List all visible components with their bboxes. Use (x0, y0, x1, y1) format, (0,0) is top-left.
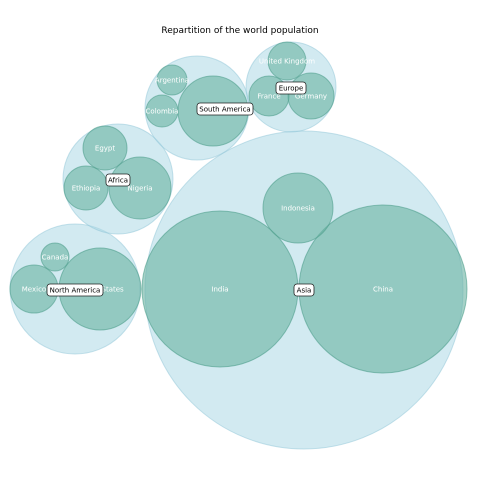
continent-label-north-america: North America (50, 287, 101, 295)
country-label-france: France (257, 93, 280, 101)
country-label-india: India (211, 286, 228, 294)
chart-title: Repartition of the world population (161, 26, 318, 36)
country-label-mexico: Mexico (22, 286, 46, 294)
continent-label-south-america: South America (199, 106, 250, 114)
country-label-egypt: Egypt (95, 145, 115, 153)
country-bubble-indonesia (262, 172, 334, 244)
country-label-canada: Canada (42, 254, 69, 262)
country-label-argentina: Argentina (155, 77, 189, 85)
country-bubble-canada (40, 242, 70, 272)
country-label-germany: Germany (295, 93, 327, 101)
continent-label-box-asia (293, 283, 315, 297)
continent-label-box-africa (105, 173, 131, 187)
country-label-ethiopia: Ethiopia (72, 185, 101, 193)
country-bubble-argentina (156, 64, 188, 96)
country-label-nigeria: Nigeria (127, 185, 152, 193)
country-label-united-kingdom: United Kingdom (259, 58, 315, 66)
country-bubble-egypt (82, 125, 128, 171)
country-bubble-united-kingdom (267, 41, 307, 81)
continent-label-europe: Europe (279, 85, 304, 93)
continent-label-africa: Africa (108, 177, 128, 185)
country-label-china: China (373, 286, 393, 294)
country-bubble-colombia (145, 94, 179, 128)
country-bubble-ethiopia (63, 165, 109, 211)
continent-label-box-north-america (46, 283, 104, 297)
bubble-layer: ChinaIndiaIndonesiaUnited StatesMexicoCa… (9, 41, 468, 450)
country-bubble-nigeria (108, 156, 172, 220)
continent-label-asia: Asia (297, 287, 312, 295)
country-label-indonesia: Indonesia (281, 205, 315, 213)
continent-label-box-south-america (196, 102, 254, 116)
continent-label-box-europe (275, 81, 307, 95)
country-label-colombia: Colombia (146, 108, 179, 116)
